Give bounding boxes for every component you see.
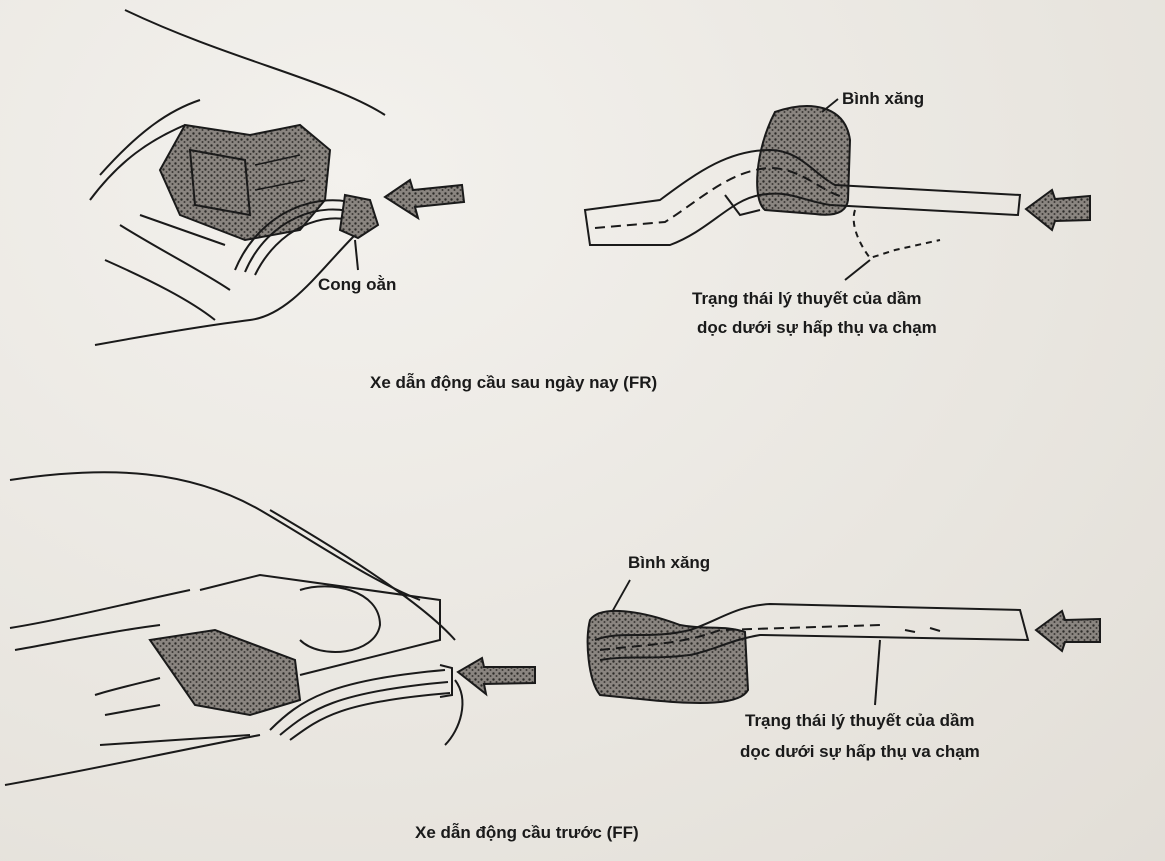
ff-rear-floor-assembly	[150, 630, 300, 715]
caption-ff: Xe dẫn động cầu trước (FF)	[415, 822, 639, 843]
label-state-bottom-line2: dọc dưới sự hấp thụ va chạm	[740, 741, 980, 762]
label-state-top-line2: dọc dưới sự hấp thụ va chạm	[697, 317, 937, 338]
fr-rear-floor-assembly	[160, 125, 330, 240]
label-fuel-tank-bottom: Bình xăng	[628, 552, 710, 573]
label-cong-oan: Cong oằn	[318, 274, 396, 295]
ff-impact-arrow-right	[1036, 611, 1100, 651]
label-state-bottom-line1: Trạng thái lý thuyết của dầm	[745, 710, 975, 731]
fr-impact-arrow-right	[1026, 190, 1090, 230]
ff-car-body-sketch	[5, 472, 462, 785]
caption-fr: Xe dẫn động cầu sau ngày nay (FR)	[370, 372, 657, 393]
ff-impact-arrow-left	[458, 658, 535, 694]
fr-impact-arrow-left	[385, 180, 464, 218]
label-fuel-tank-top: Bình xăng	[842, 88, 924, 109]
ff-leader-lines	[612, 580, 630, 612]
label-state-top-line1: Trạng thái lý thuyết của dầm	[692, 288, 922, 309]
